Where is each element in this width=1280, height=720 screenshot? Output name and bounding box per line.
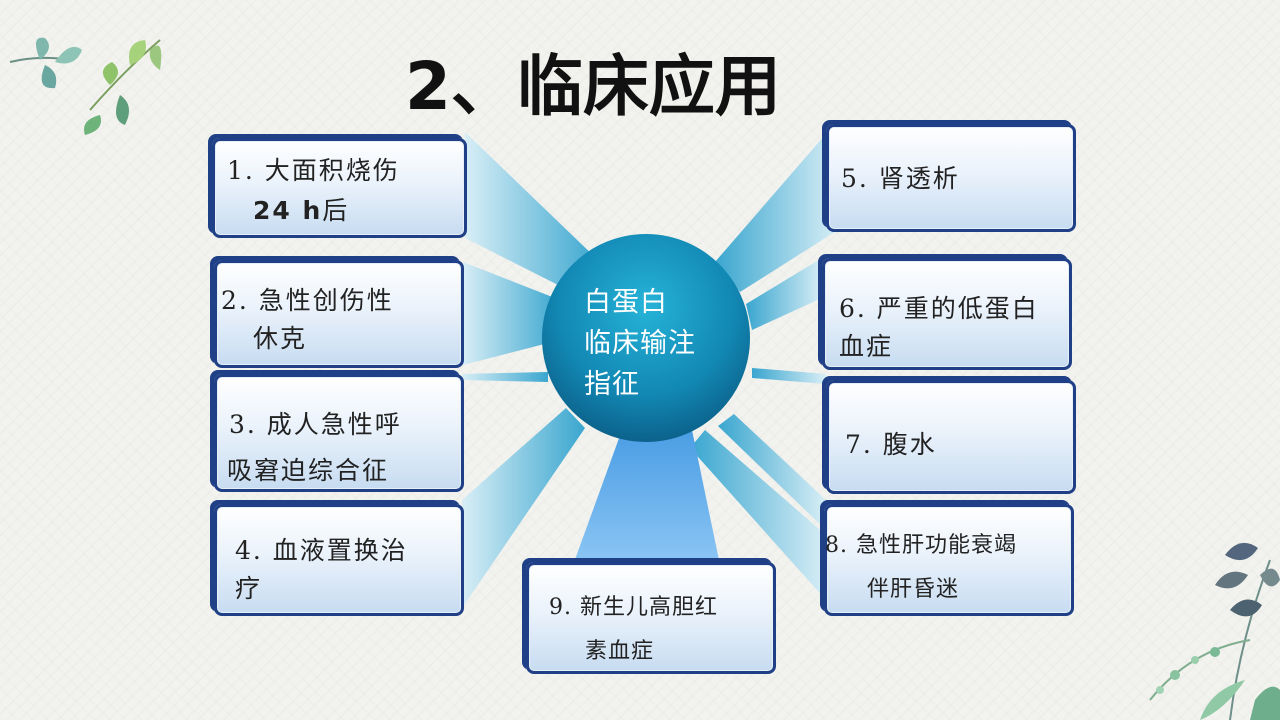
indication-text: 伴肝昏迷 (867, 577, 960, 602)
center-circle (542, 234, 750, 442)
indication-text: 4. 血液置换治 (235, 536, 408, 565)
center-label: 白蛋白 临床输注 指征 (584, 282, 734, 405)
indication-text: 吸窘迫综合征 (227, 456, 390, 485)
spoke-3 (462, 372, 548, 382)
spoke-9 (573, 430, 720, 565)
spoke-8 (690, 430, 826, 600)
indication-bold-text: 24 h (253, 196, 323, 225)
indication-text: 9. 新生儿高胆红 (549, 595, 718, 620)
indication-text: 2. 急性创伤性 (221, 286, 394, 315)
spoke-1 (465, 132, 600, 292)
spoke-7 (752, 368, 826, 384)
center-label-line: 临床输注 (584, 328, 696, 359)
indication-text-line2: 24 h后 (253, 191, 349, 227)
indication-box-6: 6. 严重的低蛋白 血症 (822, 258, 1072, 370)
indication-box-5: 5. 肾透析 (826, 124, 1076, 232)
plant-decoration-bottom-right-icon (1149, 542, 1280, 720)
indication-text: 休克 (253, 324, 308, 353)
indication-text: 6. 严重的低蛋白 (839, 294, 1039, 323)
spoke-7b (718, 414, 826, 530)
indication-text: 3. 成人急性呼 (229, 410, 402, 439)
spoke-5 (715, 120, 838, 292)
indication-box-9: 9. 新生儿高胆红 素血症 (526, 562, 776, 674)
indication-box-2: 2. 急性创伤性 休克 (214, 260, 464, 368)
indication-text: 血症 (839, 332, 894, 361)
indication-text: 8. 急性肝功能衰竭 (825, 533, 1017, 558)
indication-text: 5. 肾透析 (841, 164, 960, 193)
spoke-4 (462, 408, 585, 608)
center-label-line: 指征 (584, 369, 640, 400)
center-label-line: 白蛋白 (584, 287, 668, 318)
indication-text: 7. 腹水 (845, 430, 937, 459)
spoke-2 (463, 262, 560, 365)
indication-text: 1. 大面积烧伤 (227, 156, 400, 185)
indication-box-3: 3. 成人急性呼 吸窘迫综合征 (214, 374, 464, 492)
spoke-6 (746, 258, 822, 330)
leaf-decoration-top-left-icon (9, 37, 162, 135)
indication-box-7: 7. 腹水 (826, 380, 1076, 494)
indication-text: 素血症 (585, 639, 655, 664)
indication-box-1: 1. 大面积烧伤 24 h后 (212, 138, 467, 238)
indication-text: 疗 (235, 574, 263, 603)
indication-text-rest: 后 (322, 196, 350, 225)
indication-box-8: 8. 急性肝功能衰竭 伴肝昏迷 (824, 504, 1074, 616)
indication-box-4: 4. 血液置换治 疗 (214, 504, 464, 616)
page-title: 2、临床应用 (405, 48, 781, 125)
